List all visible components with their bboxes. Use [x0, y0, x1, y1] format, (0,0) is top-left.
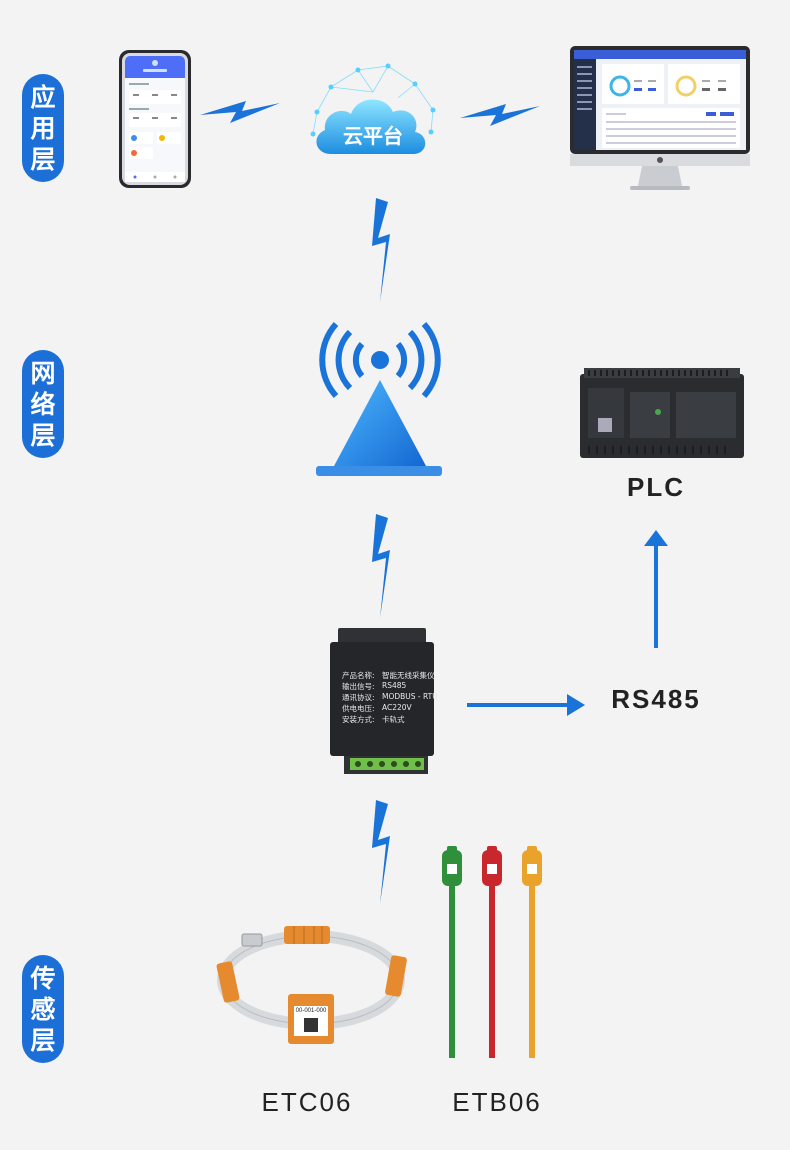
etc06-label: ETC06 [261, 1087, 353, 1117]
layer-char: 应 [30, 82, 56, 112]
wireless-tower-icon [314, 322, 444, 482]
spec-value: AC220V [382, 703, 412, 712]
layer-char: 传 [30, 963, 56, 993]
lightning-collector-to-tower-icon [362, 514, 394, 622]
spec-key: 通讯协议: [342, 693, 375, 702]
spec-key: 输出信号: [342, 682, 375, 691]
layer-char: 用 [30, 113, 56, 143]
wireless-collector-device: 产品名称: 智能无线采集仪 输出信号: RS485 通讯协议: MODBUS -… [330, 628, 438, 776]
layer-char: 层 [30, 1025, 56, 1055]
arrow-up-to-plc-icon [644, 530, 668, 652]
lightning-sensor-to-collector-icon [362, 800, 394, 908]
spec-value: RS485 [382, 681, 407, 690]
plc-device-image [580, 364, 744, 464]
lightning-cloud-to-monitor-icon [460, 98, 540, 134]
layer-char: 网 [30, 358, 56, 388]
plc-label: PLC [627, 472, 685, 502]
layer-char: 感 [30, 994, 56, 1024]
layer-label-sensing: 传 感 层 [22, 955, 64, 1063]
layer-char: 层 [30, 420, 56, 450]
spec-value: MODBUS - RTU [382, 692, 438, 701]
spec-key: 产品名称: [342, 671, 375, 680]
cloud-platform-label: 云平台 [343, 124, 403, 148]
cloud-platform-icon: 云平台 [303, 62, 443, 162]
rs485-label: RS485 [611, 684, 701, 714]
etb06-label: ETB06 [452, 1087, 542, 1117]
spec-value: 卡轨式 [382, 715, 405, 724]
arrow-right-to-rs485-icon [467, 694, 585, 720]
layer-char: 络 [30, 389, 56, 419]
spec-key: 供电电压: [342, 704, 375, 713]
etb06-sensor-image [438, 842, 558, 1060]
lightning-tower-to-cloud-icon [362, 198, 394, 306]
lightning-phone-to-cloud-icon [200, 95, 280, 131]
smartphone-image [119, 50, 191, 188]
spec-value: 智能无线采集仪 [382, 671, 435, 680]
desktop-monitor-image [570, 46, 750, 194]
layer-label-network: 网 络 层 [22, 350, 64, 458]
spec-key: 安装方式: [342, 715, 375, 724]
layer-char: 层 [30, 144, 56, 174]
layer-label-application: 应 用 层 [22, 74, 64, 182]
etc06-tag-text: 00-001-000 [295, 1008, 327, 1014]
etc06-sensor-image: 00-001-000 [214, 918, 408, 1048]
